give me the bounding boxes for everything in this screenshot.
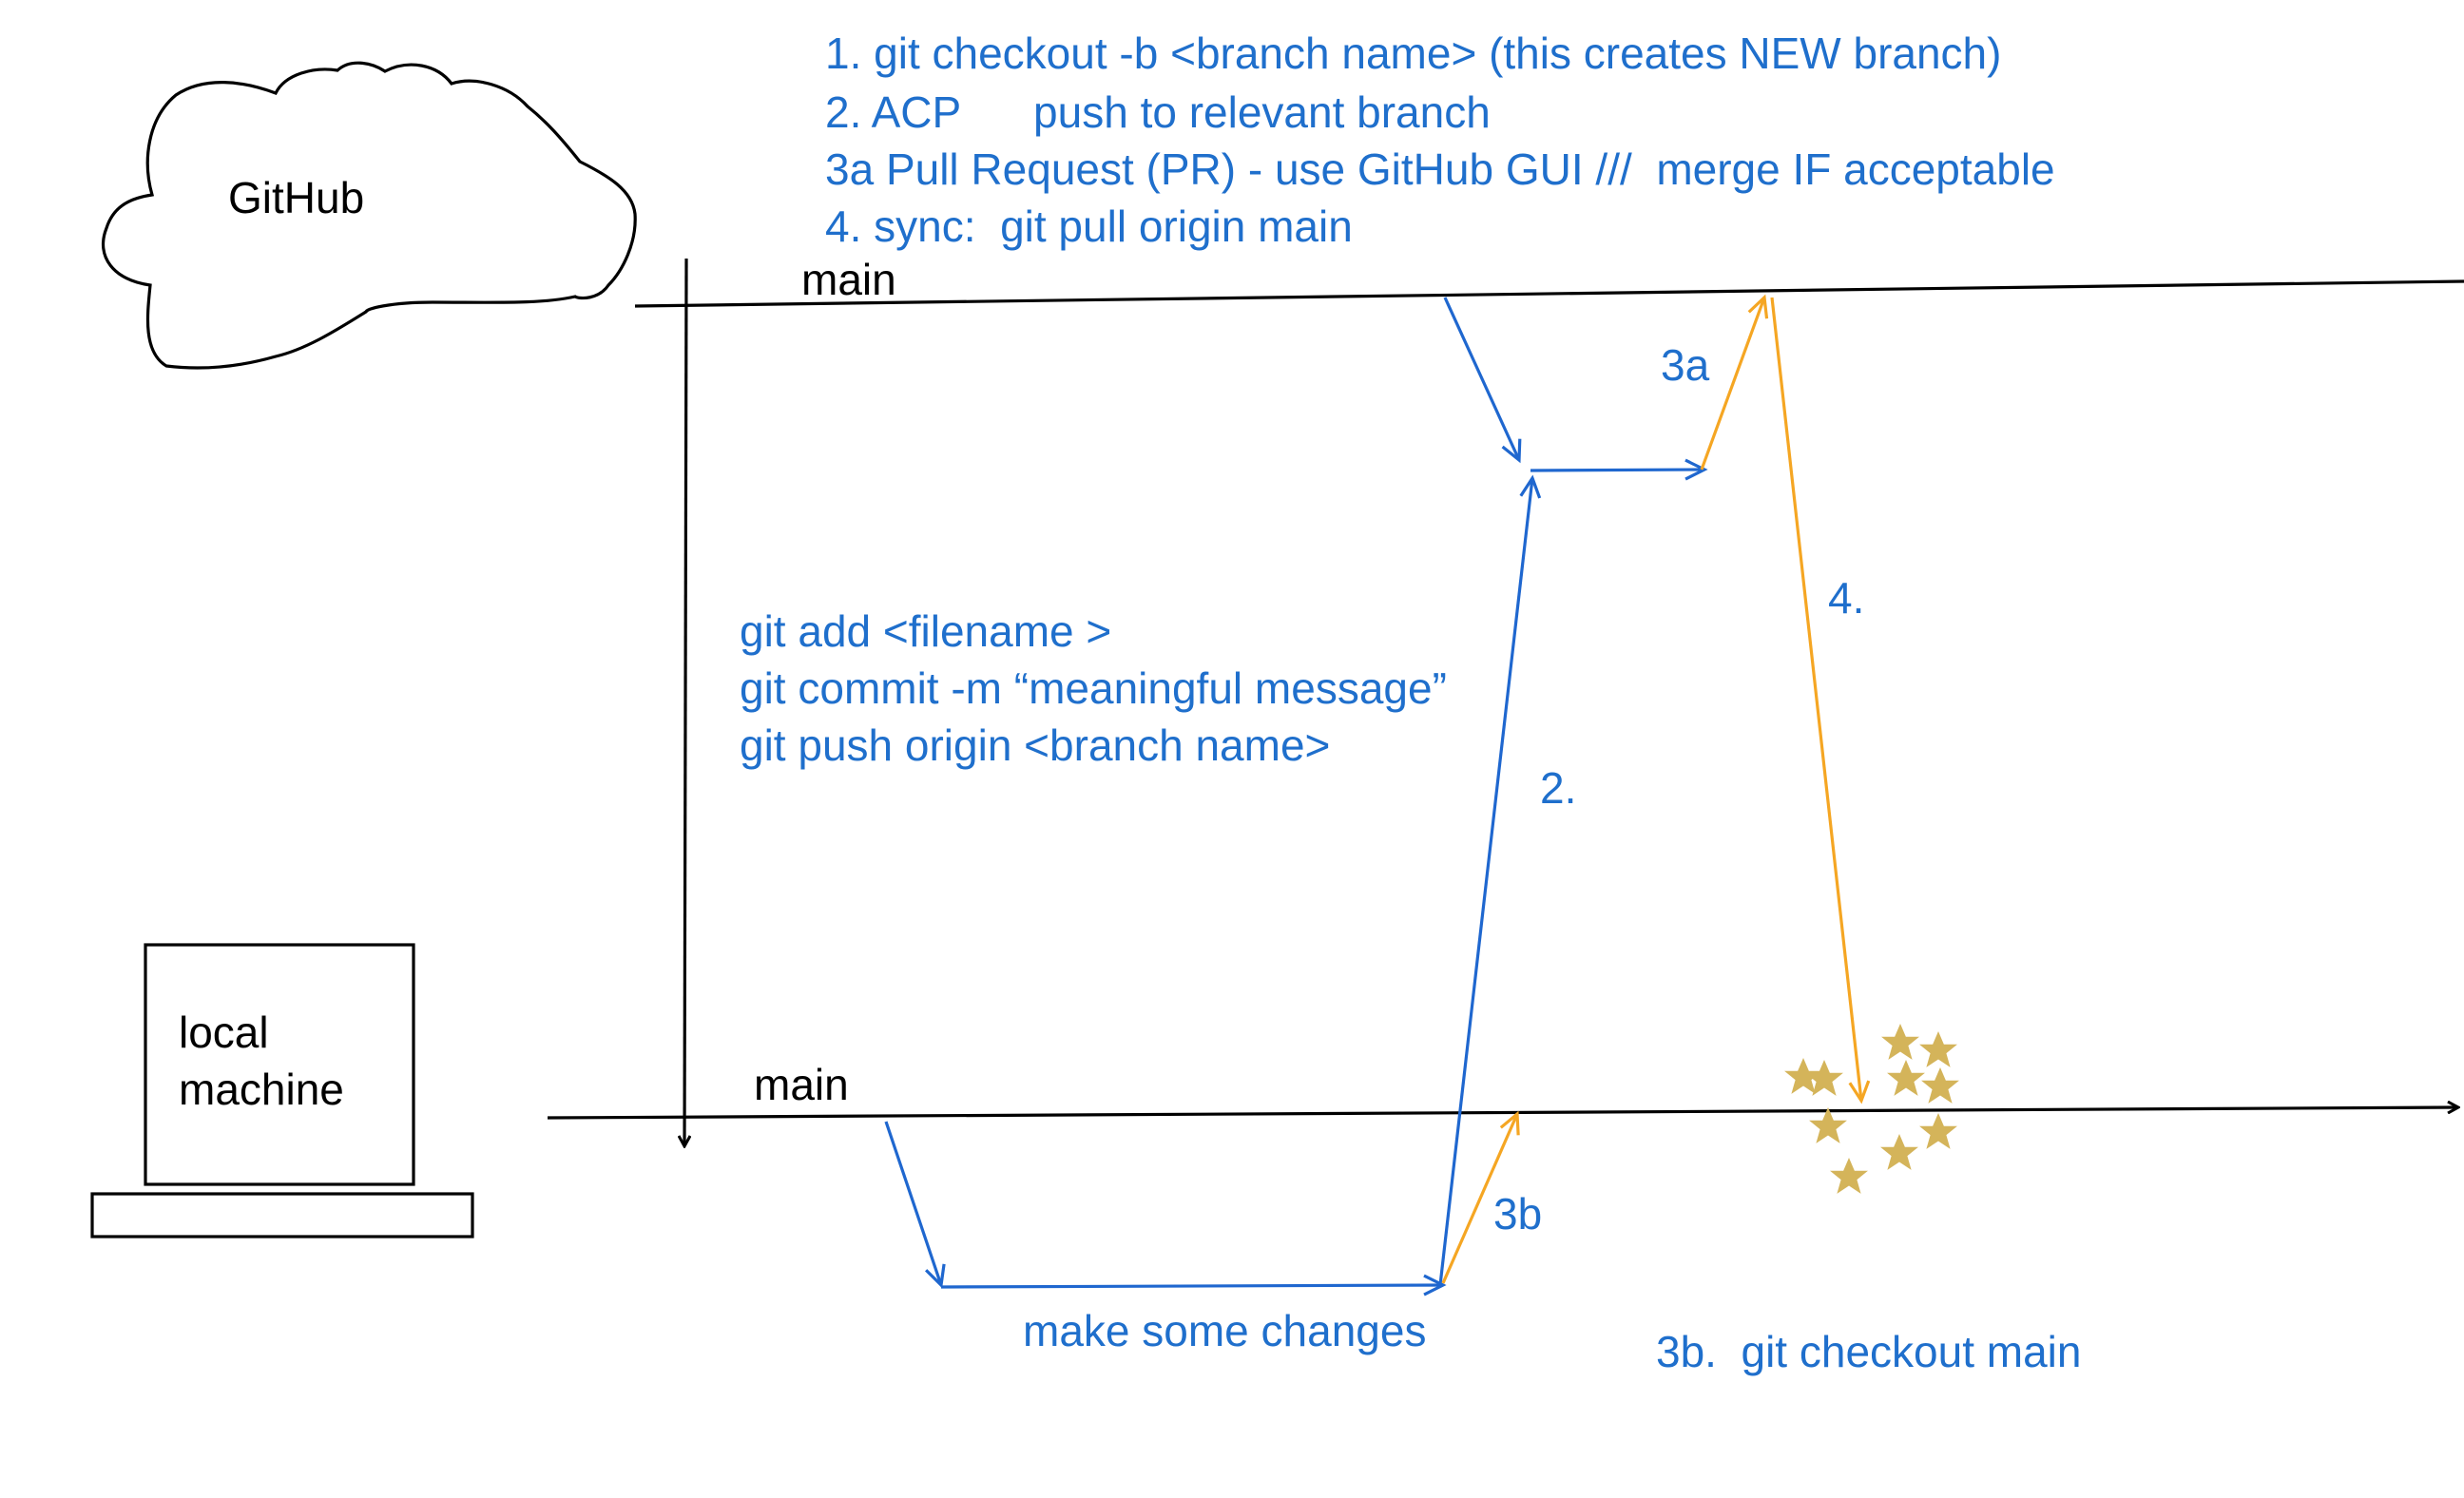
star-icon: [1830, 1158, 1868, 1194]
instruction-3a: 3a Pull Request (PR) - use GitHub GUI //…: [825, 144, 2055, 194]
acp-command-add: git add <filename >: [740, 606, 1111, 656]
remote-branch-create-arrow: [1443, 297, 1522, 464]
step-2-label: 2.: [1540, 763, 1576, 813]
star-icon: [1919, 1113, 1957, 1149]
step-3a-label: 3a: [1661, 340, 1710, 390]
github-label: GitHub: [228, 173, 364, 222]
local-main-branch: main: [547, 1060, 2457, 1120]
make-changes-label: make some changes: [1023, 1306, 1426, 1355]
star-icon: [1919, 1031, 1957, 1067]
instruction-1: 1. git checkout -b <branch name> (this c…: [825, 29, 2001, 78]
computer-base: [90, 1192, 474, 1239]
instruction-2: 2. ACP push to relevant branch: [825, 87, 1491, 137]
star-icon: [1880, 1134, 1918, 1170]
checkout-arrow: [1441, 1110, 1520, 1284]
star-icon: [1921, 1067, 1959, 1104]
star-icon: [1809, 1107, 1847, 1143]
instructions-list: 1. git checkout -b <branch name> (this c…: [825, 29, 2055, 251]
computer-icon: [144, 943, 415, 1186]
github-cloud: GitHub: [101, 61, 637, 370]
step-4-label: 4.: [1828, 573, 1864, 623]
make-changes-arrow: [940, 1274, 1447, 1296]
branch-create-arrow: [884, 1121, 946, 1289]
local-label-line2: machine: [179, 1065, 344, 1114]
star-icon: [1887, 1060, 1925, 1096]
acp-commands: git add <filename > git commit -m “meani…: [740, 606, 1447, 770]
remote-branch-line: [1530, 458, 1708, 481]
remote-main-branch: main: [634, 255, 2464, 308]
merge-arrow: [1700, 294, 1769, 471]
sync-arrow: [1770, 297, 1871, 1104]
instruction-4: 4. sync: git pull origin main: [825, 202, 1353, 251]
local-machine: local machine: [90, 943, 474, 1239]
local-main-label: main: [754, 1060, 849, 1109]
local-label-line1: local: [179, 1008, 269, 1057]
push-arrow: [1438, 474, 1542, 1286]
clone-arrow: [684, 258, 686, 1145]
step-3b-label: 3b: [1493, 1189, 1542, 1239]
acp-command-push: git push origin <branch name>: [740, 720, 1330, 770]
cloud-icon: [101, 61, 637, 370]
star-icon: [1881, 1024, 1919, 1060]
remote-main-line: [634, 279, 2464, 308]
checkout-main-label: 3b. git checkout main: [1656, 1327, 2081, 1376]
acp-command-commit: git commit -m “meaningful message”: [740, 663, 1447, 713]
remote-main-label: main: [801, 255, 896, 304]
